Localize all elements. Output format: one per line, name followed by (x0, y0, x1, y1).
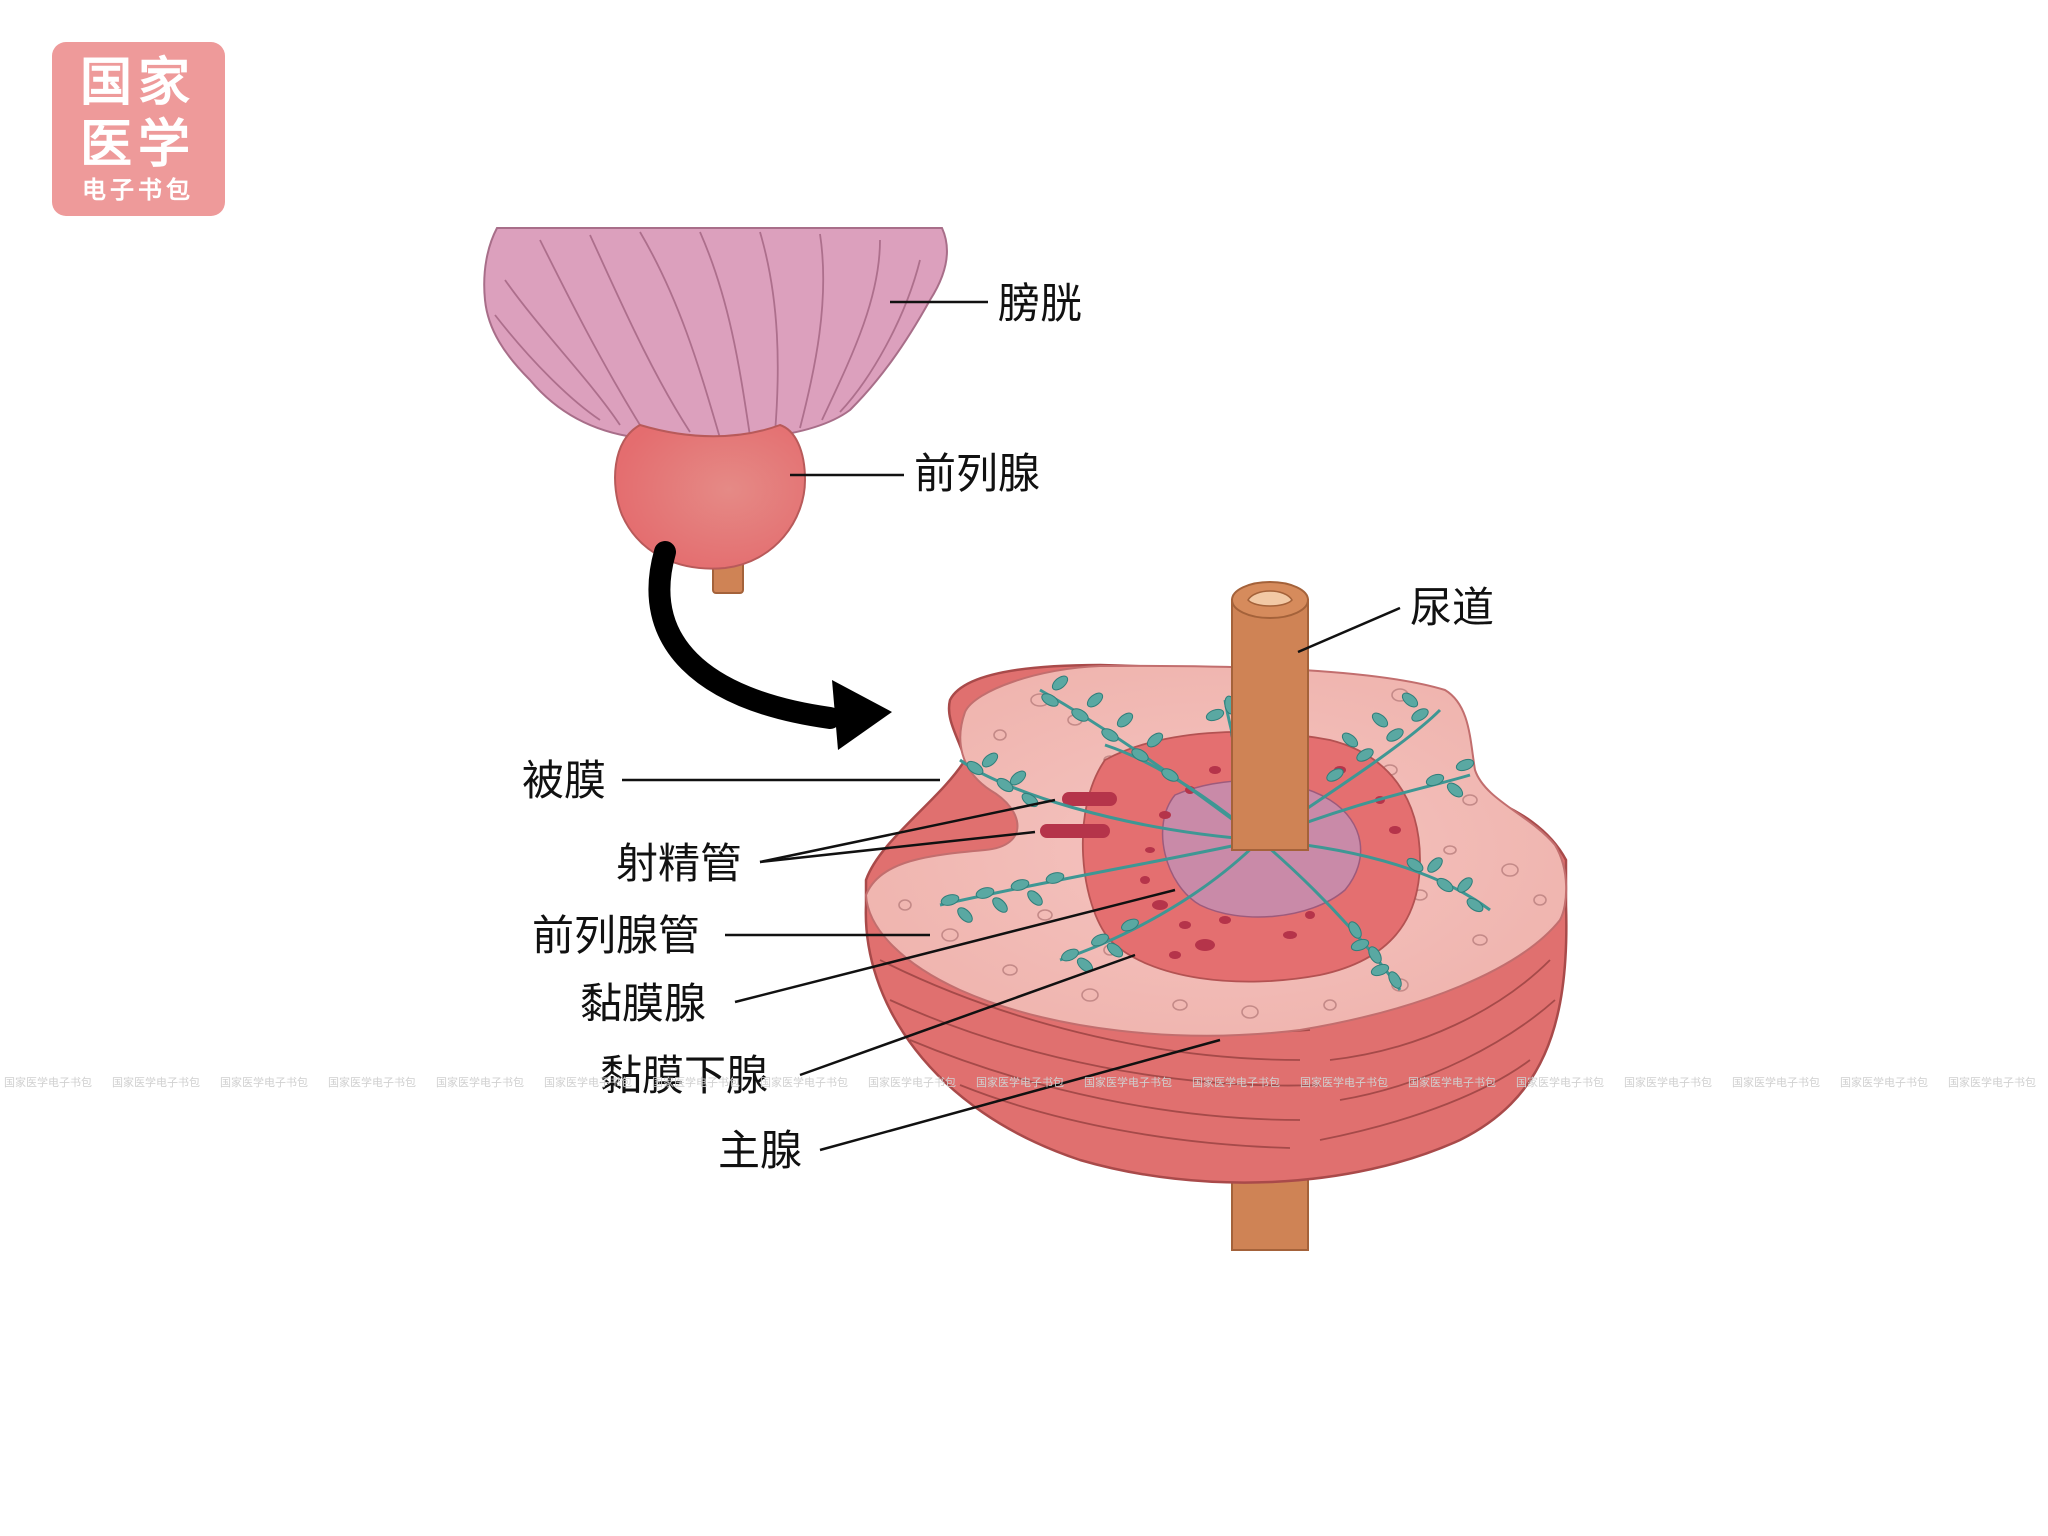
watermark-text: 国家医学电子书包 (1084, 1075, 1172, 1089)
watermark-text: 国家医学电子书包 (436, 1075, 524, 1089)
logo-line-2: 医学 (80, 114, 196, 175)
watermark-text: 国家医学电子书包 (544, 1075, 632, 1089)
prostate-small-illustration (614, 423, 807, 594)
curved-arrow (648, 541, 892, 750)
watermark-text: 国家医学电子书包 (1516, 1075, 1604, 1089)
watermark-text: 国家医学电子书包 (1840, 1075, 1928, 1089)
bladder-shape (483, 227, 948, 442)
watermark-text: 国家医学电子书包 (1732, 1075, 1820, 1089)
ejaculatory-duct-1 (1062, 792, 1117, 806)
label-urethra: 尿道 (1410, 583, 1494, 632)
watermark-text: 国家医学电子书包 (1408, 1075, 1496, 1089)
logo-line-1: 国家 (80, 52, 196, 113)
watermark-text: 国家医学电子书包 (868, 1075, 956, 1089)
watermark-text: 国家医学电子书包 (220, 1075, 308, 1089)
bladder-illustration (483, 227, 948, 442)
watermark-text: 国家医学电子书包 (1300, 1075, 1388, 1089)
watermark-text: 国家医学电子书包 (760, 1075, 848, 1089)
watermark-text: 国家医学电子书包 (112, 1075, 200, 1089)
logo-background (52, 42, 225, 216)
watermark-row: 国家医学电子书包 国家医学电子书包 国家医学电子书包 国家医学电子书包 国家医学电子书包… (4, 1075, 2036, 1089)
ejaculatory-duct-2 (1040, 824, 1110, 838)
urethra-upper (1231, 599, 1309, 851)
watermark-text: 国家医学电子书包 (4, 1075, 92, 1089)
label-prostatic-duct: 前列腺管 (532, 911, 700, 960)
label-main-gland: 主腺 (718, 1126, 802, 1175)
labels: 膀胱 前列腺 尿道 被膜 射精管 前列腺管 黏膜腺 黏膜下腺 主腺 (522, 279, 1494, 1175)
leader-lines (622, 300, 1401, 1152)
prostate-section-illustration (864, 581, 1568, 1251)
label-submucosal-gland: 黏膜下腺 (600, 1051, 768, 1100)
watermark-text: 国家医学电子书包 (652, 1075, 740, 1089)
watermark-text: 国家医学电子书包 (976, 1075, 1064, 1089)
watermark-text: 国家医学电子书包 (328, 1075, 416, 1089)
logo: 国家 医学 电子书包 (52, 42, 225, 216)
watermark-text: 国家医学电子书包 (1948, 1075, 2036, 1089)
label-bladder: 膀胱 (998, 279, 1082, 328)
prostate-small-shape (614, 423, 807, 570)
label-capsule: 被膜 (522, 756, 606, 805)
label-ejaculatory-duct: 射精管 (616, 839, 742, 888)
watermark-text: 国家医学电子书包 (1624, 1075, 1712, 1089)
label-mucosal-gland: 黏膜腺 (580, 979, 706, 1028)
logo-line-3: 电子书包 (82, 175, 194, 204)
label-prostate: 前列腺 (914, 449, 1040, 498)
watermark-text: 国家医学电子书包 (1192, 1075, 1280, 1089)
